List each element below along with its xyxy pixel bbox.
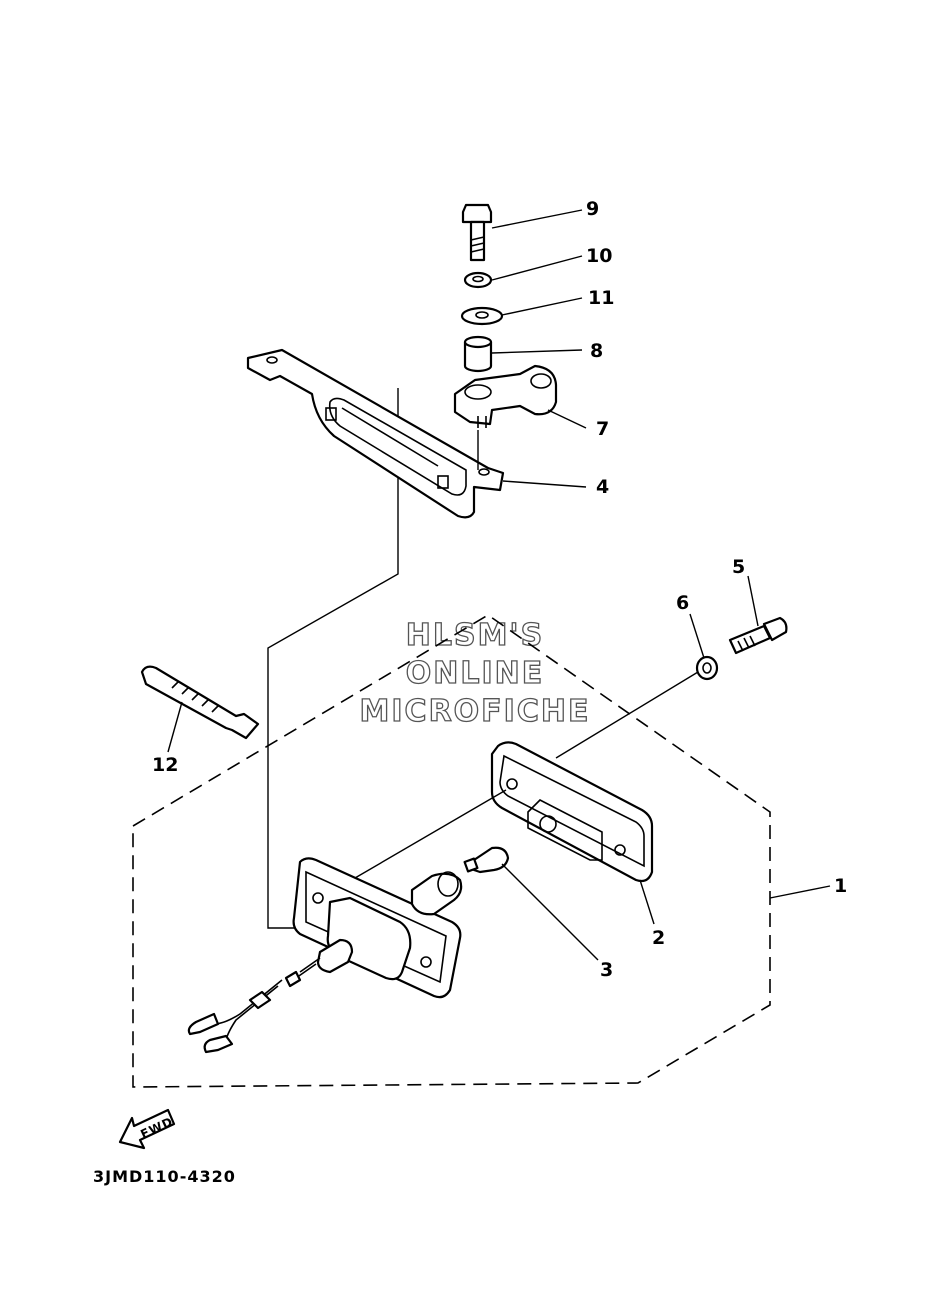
callout-10: 10 xyxy=(586,245,612,267)
spring-washer-10 xyxy=(463,271,493,289)
callout-8: 8 xyxy=(590,340,603,362)
collar-8 xyxy=(463,335,493,373)
diagram-code: 3JMD110-4320 xyxy=(93,1167,236,1186)
callout-4: 4 xyxy=(596,476,609,498)
lens-cover-2 xyxy=(490,741,654,883)
callout-labels: 9 10 11 8 7 4 5 6 12 2 3 1 xyxy=(152,198,847,981)
cable-tie-12 xyxy=(140,665,260,740)
bolt-9 xyxy=(461,203,493,262)
watermark: HLSM'S ONLINE MICROFICHE xyxy=(359,617,591,729)
callout-leaders xyxy=(167,209,831,961)
screw-5 xyxy=(728,616,788,655)
watermark-line-3: MICROFICHE xyxy=(360,694,591,729)
lamp-housing xyxy=(187,857,463,1054)
callout-9: 9 xyxy=(586,198,599,220)
callout-6: 6 xyxy=(676,592,689,614)
fwd-arrow-icon: FWD xyxy=(118,1108,176,1150)
callout-3: 3 xyxy=(600,959,613,981)
callout-2: 2 xyxy=(652,927,665,949)
washer-6 xyxy=(695,655,719,681)
callout-5: 5 xyxy=(732,556,745,578)
watermark-line-2: ONLINE xyxy=(406,656,545,691)
bracket-4 xyxy=(246,348,505,519)
alignment-line xyxy=(267,388,399,929)
bulb-3 xyxy=(463,846,510,874)
callout-11: 11 xyxy=(588,287,614,309)
callout-1: 1 xyxy=(834,875,847,897)
callout-12: 12 xyxy=(152,754,178,776)
flat-washer-11 xyxy=(460,306,504,326)
callout-7: 7 xyxy=(596,418,609,440)
assembly-lines xyxy=(354,430,699,879)
assembly-outline xyxy=(132,614,771,1088)
lamp-stay-7 xyxy=(453,364,558,428)
